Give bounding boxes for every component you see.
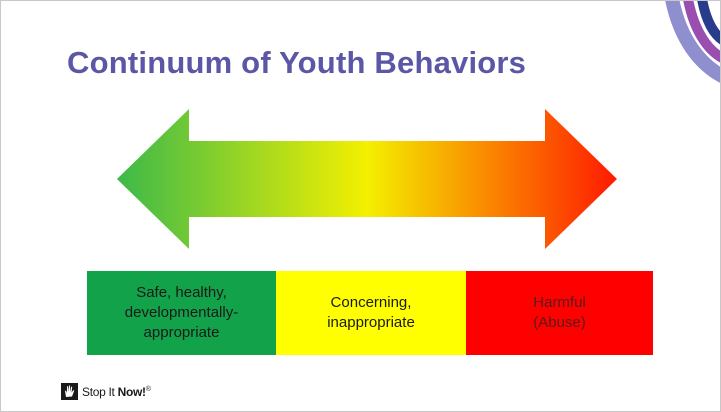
segment-harmful: Harmful (Abuse) — [466, 271, 653, 355]
behavior-continuum-bar: Safe, healthy, developmentally- appropri… — [87, 271, 653, 355]
hand-logo-icon — [61, 383, 78, 400]
logo-wordmark: Stop It Now!® — [82, 385, 151, 399]
logo-text-bold: Now! — [117, 384, 146, 399]
segment-concerning: Concerning, inappropriate — [276, 271, 466, 355]
segment-harmful-label: Harmful (Abuse) — [533, 294, 586, 331]
segment-concerning-label: Concerning, inappropriate — [327, 294, 415, 331]
corner-swoosh-decoration — [665, 1, 720, 83]
slide-title: Continuum of Youth Behaviors — [67, 45, 527, 80]
segment-safe-label: Safe, healthy, developmentally- appropri… — [124, 284, 239, 341]
logo-text-regular: Stop It — [82, 384, 118, 399]
segment-safe-healthy: Safe, healthy, developmentally- appropri… — [87, 271, 276, 355]
stop-it-now-logo: Stop It Now!® — [61, 383, 151, 400]
continuum-double-arrow — [117, 109, 617, 249]
logo-trademark: ® — [145, 385, 151, 393]
